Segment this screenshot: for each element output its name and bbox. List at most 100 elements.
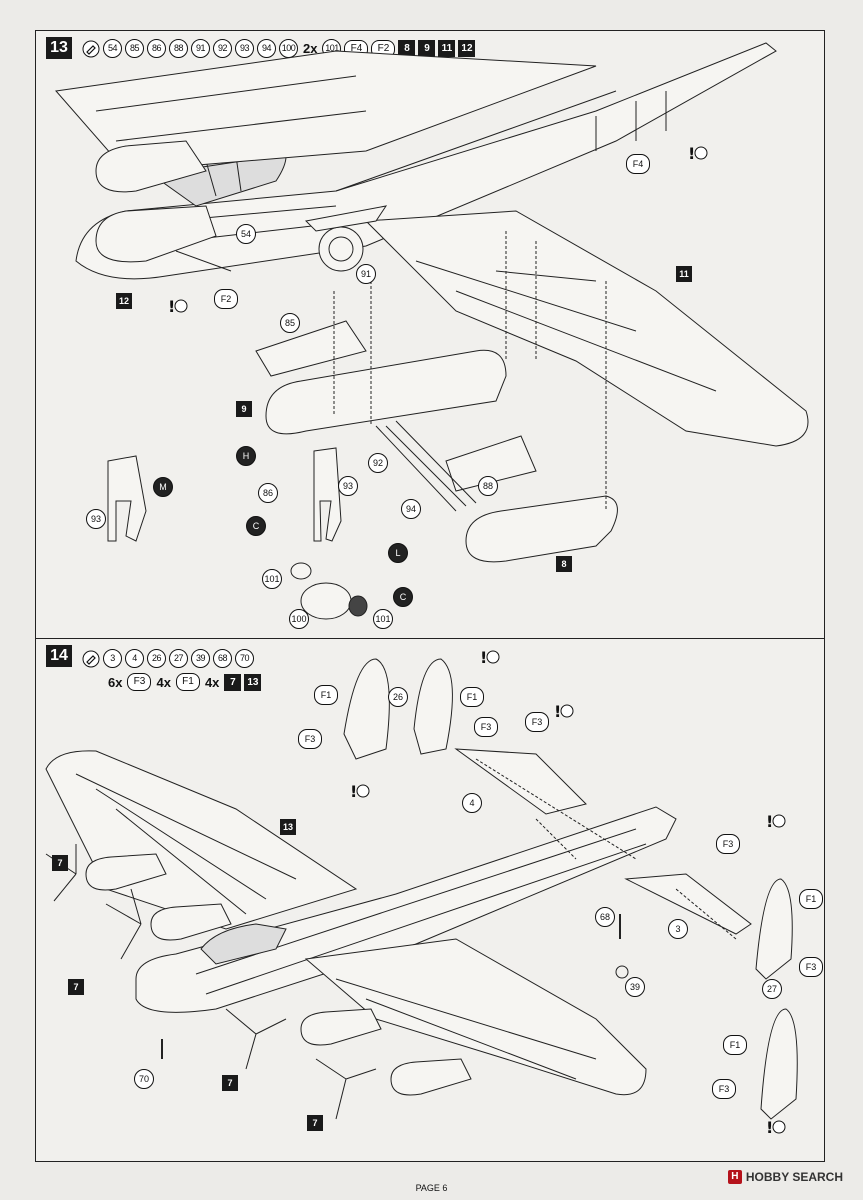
step-14-panel: 14 3 4 26 27 39 68 70 6x F3 4x F1 4x 7 1…	[35, 638, 825, 1162]
decal-label: 9	[236, 401, 252, 417]
aircraft-drawing	[45, 658, 798, 1120]
paint-code: C	[246, 516, 266, 536]
super-glue-warning-icon: !	[350, 782, 370, 801]
multiplier: 2x	[303, 41, 318, 56]
part-label: 93	[86, 509, 106, 529]
part-number: 39	[191, 649, 210, 668]
decal-number: 12	[458, 40, 476, 57]
part-label: 100	[289, 609, 309, 629]
part-number: 94	[257, 39, 276, 58]
part-label: 101	[373, 609, 393, 629]
part-label: F3	[716, 834, 740, 854]
paint-code: M	[153, 477, 173, 497]
part-label: 70	[134, 1069, 154, 1089]
part-label: 86	[258, 483, 278, 503]
decal-label: 11	[676, 266, 692, 282]
part-number: 93	[235, 39, 254, 58]
decal-label: 7	[52, 855, 68, 871]
super-glue-warning-icon: !	[688, 144, 708, 163]
decal-number: 11	[438, 40, 456, 57]
part-label: 92	[368, 453, 388, 473]
decal-number: 9	[418, 40, 436, 57]
part-label: 3	[668, 919, 688, 939]
part-number: 92	[213, 39, 232, 58]
part-label: F1	[460, 687, 484, 707]
super-glue-warning-icon: !	[554, 702, 574, 721]
decal-label: 7	[222, 1075, 238, 1091]
part-label: 85	[280, 313, 300, 333]
part-number: 26	[147, 649, 166, 668]
part-label: 26	[388, 687, 408, 707]
part-label: 94	[401, 499, 421, 519]
part-number: 91	[191, 39, 210, 58]
decal-label: 7	[68, 979, 84, 995]
decal-label: 8	[556, 556, 572, 572]
part-label: F3	[799, 957, 823, 977]
decal-number: 7	[224, 673, 242, 691]
parts-strip-row-2: 6x F3 4x F1 4x 7 13	[106, 673, 262, 691]
part-number: 70	[235, 649, 254, 668]
multiplier: 4x	[156, 674, 171, 690]
super-glue-warning-icon: !	[480, 648, 500, 667]
svg-text:!: !	[350, 782, 357, 801]
part-label: F2	[214, 289, 238, 309]
part-number: 86	[147, 39, 166, 58]
f-part: F3	[127, 673, 152, 691]
glue-icon	[82, 650, 100, 667]
aircraft-drawing	[55, 42, 809, 620]
paint-code: C	[393, 587, 413, 607]
paint-code: L	[388, 543, 408, 563]
part-label: 54	[236, 224, 256, 244]
svg-text:!: !	[688, 144, 695, 163]
part-number: 85	[125, 39, 144, 58]
multiplier: 4x	[204, 674, 220, 690]
part-label: 91	[356, 264, 376, 284]
watermark-logo: H	[727, 1170, 742, 1184]
part-label: 93	[338, 476, 358, 496]
part-label: F1	[723, 1035, 747, 1055]
part-label: F3	[474, 717, 498, 737]
part-number: 54	[103, 39, 122, 58]
step-number: 13	[46, 37, 72, 59]
part-number: 3	[103, 649, 122, 668]
page-number: PAGE 6	[415, 1183, 448, 1193]
watermark-text: HOBBY SEARCH	[745, 1170, 843, 1184]
part-label: 39	[625, 977, 645, 997]
svg-text:!: !	[480, 648, 487, 667]
svg-text:!: !	[766, 812, 773, 831]
multiplier: 6x	[108, 674, 123, 690]
part-label: 4	[462, 793, 482, 813]
super-glue-warning-icon: !	[766, 1118, 786, 1137]
part-label: 68	[595, 907, 615, 927]
part-number: 88	[169, 39, 188, 58]
super-glue-warning-icon: !	[168, 297, 188, 316]
part-label: F3	[298, 729, 322, 749]
step-number: 14	[46, 645, 72, 667]
part-label: F4	[626, 154, 650, 174]
svg-text:!: !	[766, 1118, 773, 1137]
decal-label: 7	[307, 1115, 323, 1131]
step-13-panel: 13 54 85 86 88 91 92 93 94 100 2x 101 F4…	[35, 30, 825, 640]
svg-text:!: !	[554, 702, 561, 721]
watermark: H HOBBY SEARCH	[727, 1170, 843, 1184]
paint-code: H	[236, 446, 256, 466]
decal-number: 8	[398, 40, 416, 57]
part-label: F3	[712, 1079, 736, 1099]
glue-icon	[82, 40, 100, 57]
parts-strip: 3 4 26 27 39 68 70	[82, 649, 254, 668]
super-glue-warning-icon: !	[766, 812, 786, 831]
part-label: 27	[762, 979, 782, 999]
part-label: F1	[314, 685, 338, 705]
svg-text:!: !	[168, 297, 175, 316]
part-label: 101	[262, 569, 282, 589]
part-label: F1	[799, 889, 823, 909]
decal-label: 13	[280, 819, 296, 835]
decal-number: 13	[244, 673, 262, 691]
part-label: F3	[525, 712, 549, 732]
part-number: 27	[169, 649, 188, 668]
decal-label: 12	[116, 293, 132, 309]
part-label: 88	[478, 476, 498, 496]
part-number: 68	[213, 649, 232, 668]
part-number: 4	[125, 649, 144, 668]
f-part: F1	[175, 673, 200, 691]
